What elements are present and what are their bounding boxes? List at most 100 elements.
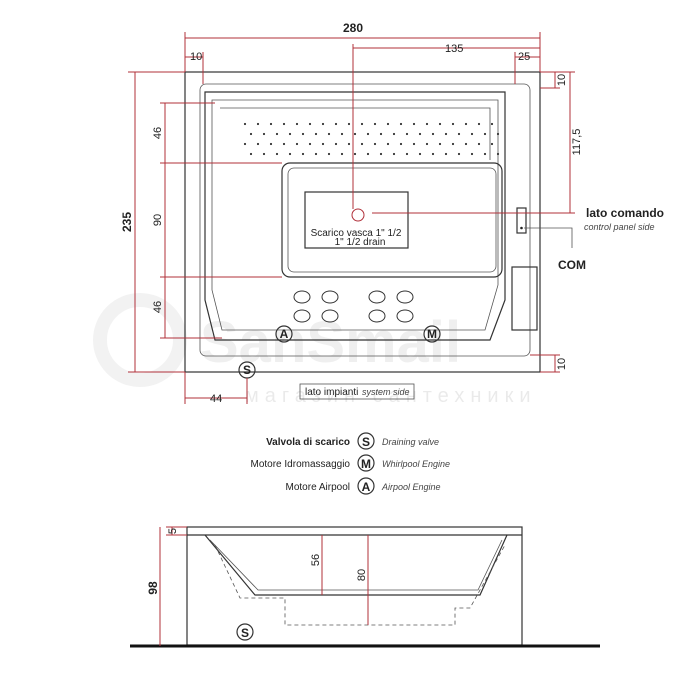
hidden-profile: [214, 544, 506, 626]
jet-dot: [295, 142, 299, 146]
jet-dot: [392, 152, 396, 156]
dim-tub-depth: 80: [356, 569, 368, 581]
dim-left-rim: 10: [190, 51, 202, 63]
jet-dot: [262, 132, 266, 136]
jet-dot: [451, 122, 455, 126]
watermark: SanSmail магазин сантехники: [93, 293, 531, 407]
tub-outline: [184, 71, 541, 373]
jet-dot: [483, 132, 487, 136]
jet-dot: [399, 122, 403, 126]
side-valve-marker: S: [236, 623, 254, 641]
side-outline: [186, 526, 523, 646]
jet-dot: [360, 142, 364, 146]
svg-text:S: S: [241, 626, 249, 640]
dim-valve-offset: 44: [210, 393, 222, 405]
jet-dot: [321, 142, 325, 146]
jet-dot: [334, 122, 338, 126]
jet-dot: [477, 122, 481, 126]
jet-dot: [288, 152, 292, 156]
svg-text:A: A: [362, 480, 371, 494]
jet-dot: [314, 132, 318, 136]
jet-dot: [405, 132, 409, 136]
drain-label: Scarico vasca 1" 1/2: [311, 228, 402, 239]
jet-dot: [269, 122, 273, 126]
jet-dot: [477, 142, 481, 146]
jet-dot: [249, 152, 253, 156]
jet-dot: [327, 132, 331, 136]
jet-dot: [418, 152, 422, 156]
system-side-label-en: system side: [362, 387, 410, 397]
jet-dot: [470, 132, 474, 136]
jet-dot: [353, 132, 357, 136]
jet-dot: [399, 142, 403, 146]
jet-dot: [360, 122, 364, 126]
dim-drain-offset: 135: [445, 43, 463, 55]
jet-dot: [464, 122, 468, 126]
jet-dot: [366, 152, 370, 156]
svg-text:Motore Idromassaggio: Motore Idromassaggio: [251, 459, 351, 470]
jet-dot: [321, 122, 325, 126]
dim-height: 98: [146, 581, 160, 595]
jet-dot: [464, 142, 468, 146]
jet-dot: [444, 152, 448, 156]
jet-dot: [282, 142, 286, 146]
jet-dot: [418, 132, 422, 136]
jet-dot: [340, 152, 344, 156]
side-view: S 5 98 56 80: [130, 526, 600, 648]
dimension-lines: [128, 32, 575, 404]
jet-dot: [496, 132, 500, 136]
jet-dot: [490, 142, 494, 146]
airpool-marker: A: [275, 325, 293, 343]
jet-dot: [412, 142, 416, 146]
seat-panel: [281, 162, 503, 278]
jet-dot: [262, 152, 266, 156]
jet-dot: [308, 122, 312, 126]
jet-dot: [340, 132, 344, 136]
jet-dot: [327, 152, 331, 156]
jet-dot: [386, 142, 390, 146]
jet-dot: [379, 132, 383, 136]
jet-dot: [425, 122, 429, 126]
jet-dot: [243, 142, 247, 146]
basin-outline: [204, 91, 506, 341]
dim-seat-depth: 56: [310, 554, 322, 566]
jet-dot: [379, 152, 383, 156]
jet-dot: [275, 152, 279, 156]
legend: Valvola di scarico S Draining valve Moto…: [251, 432, 450, 495]
svg-text:A: A: [280, 327, 289, 341]
jet-dot: [483, 152, 487, 156]
watermark-brand: SanSmail: [200, 310, 461, 375]
jet-dot: [451, 142, 455, 146]
svg-text:Valvola di scarico: Valvola di scarico: [266, 437, 350, 448]
whirlpool-jets: [293, 290, 414, 323]
jet-dot: [490, 122, 494, 126]
jet-dot: [314, 152, 318, 156]
jet-dot: [386, 122, 390, 126]
jet-dot: [496, 152, 500, 156]
drain-label-en: 1" 1/2 drain: [335, 237, 386, 248]
dim-top-rim: 10: [556, 74, 568, 86]
com-label: COM: [558, 258, 586, 272]
svg-text:Airpool Engine: Airpool Engine: [381, 482, 441, 492]
dim-zone-bottom: 46: [152, 301, 164, 313]
jet-dot: [308, 142, 312, 146]
jet-dot: [275, 132, 279, 136]
jet-dot: [243, 122, 247, 126]
control-side-label-en: control panel side: [584, 222, 655, 232]
jet-dot: [301, 152, 305, 156]
jet-dot: [334, 142, 338, 146]
jet-dot: [256, 122, 260, 126]
system-side-label: lato impianti: [305, 387, 358, 398]
jet-dot: [412, 122, 416, 126]
jet-dot: [366, 132, 370, 136]
legend-item-valve: Valvola di scarico S Draining valve: [266, 432, 439, 450]
svg-text:Draining valve: Draining valve: [382, 437, 439, 447]
dim-rim: 5: [167, 528, 179, 534]
jet-dot: [470, 152, 474, 156]
jet-dot: [457, 132, 461, 136]
jet-dot: [431, 152, 435, 156]
basin-profile: [204, 534, 508, 596]
svg-text:M: M: [361, 457, 371, 471]
jet-dot: [457, 152, 461, 156]
